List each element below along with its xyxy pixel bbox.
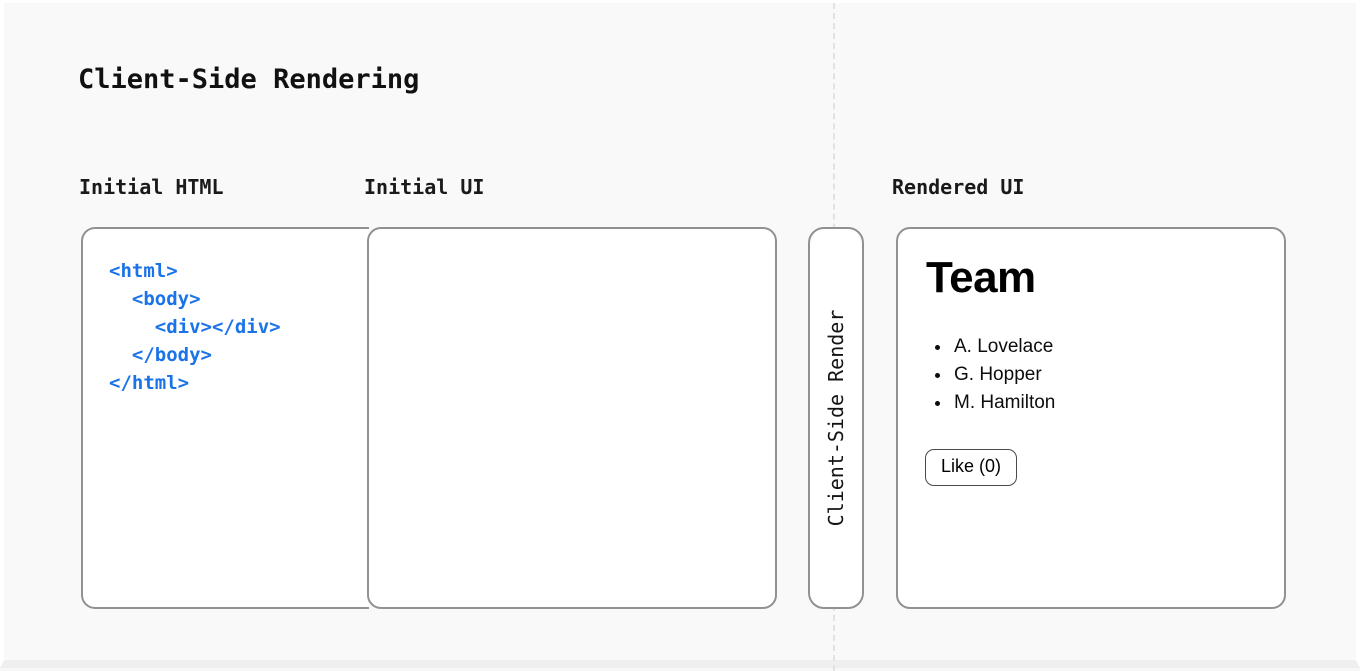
html-source-code: <html> <body> <div></div> </body> </html… <box>109 260 281 394</box>
client-side-render-strip: Client-Side Render <box>808 227 864 609</box>
rendered-ui-heading: Team <box>926 253 1036 302</box>
list-item: G. Hopper <box>952 361 1055 389</box>
column-label-rendered-ui: Rendered UI <box>892 175 1025 199</box>
initial-html-panel: <html> <body> <div></div> </body> </html… <box>81 227 369 609</box>
initial-ui-panel <box>367 227 777 609</box>
list-item: A. Lovelace <box>952 333 1055 361</box>
column-label-initial-ui: Initial UI <box>364 175 485 199</box>
list-item: M. Hamilton <box>952 389 1055 417</box>
rendered-ui-panel: Team A. Lovelace G. Hopper M. Hamilton L… <box>896 227 1286 609</box>
rendered-ui-team-list: A. Lovelace G. Hopper M. Hamilton <box>926 333 1055 417</box>
page-title: Client-Side Rendering <box>78 64 420 95</box>
like-button[interactable]: Like (0) <box>925 449 1018 486</box>
column-label-initial-html: Initial HTML <box>79 175 224 199</box>
client-side-render-label: Client-Side Render <box>824 309 848 527</box>
